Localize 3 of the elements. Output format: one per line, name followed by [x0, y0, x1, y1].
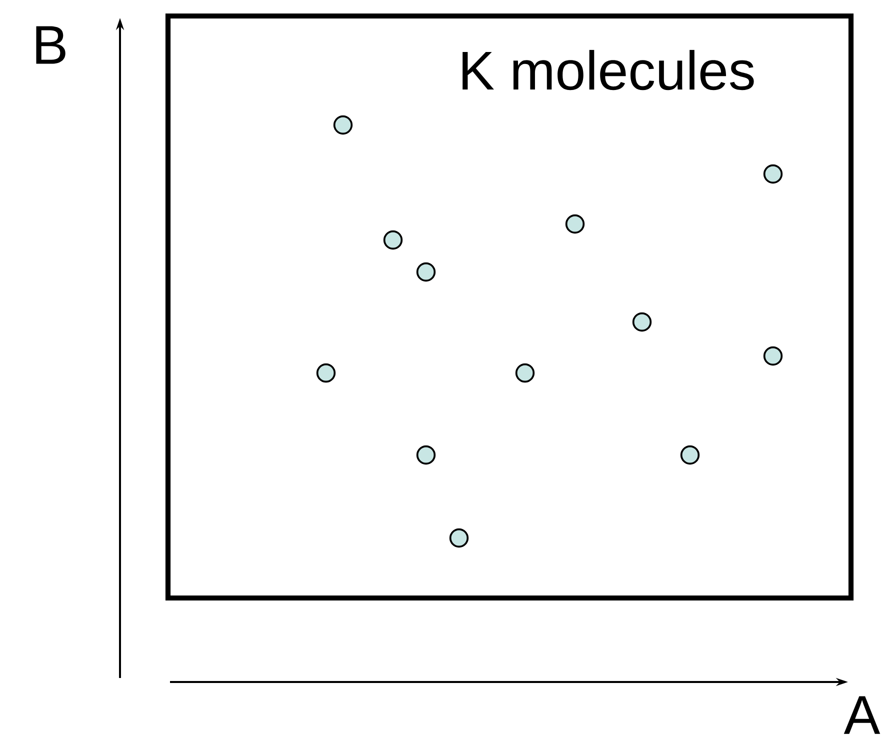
axis-label: B — [36, 26, 66, 64]
axis-label: A — [844, 696, 880, 734]
box-title: K molecules — [462, 50, 754, 90]
